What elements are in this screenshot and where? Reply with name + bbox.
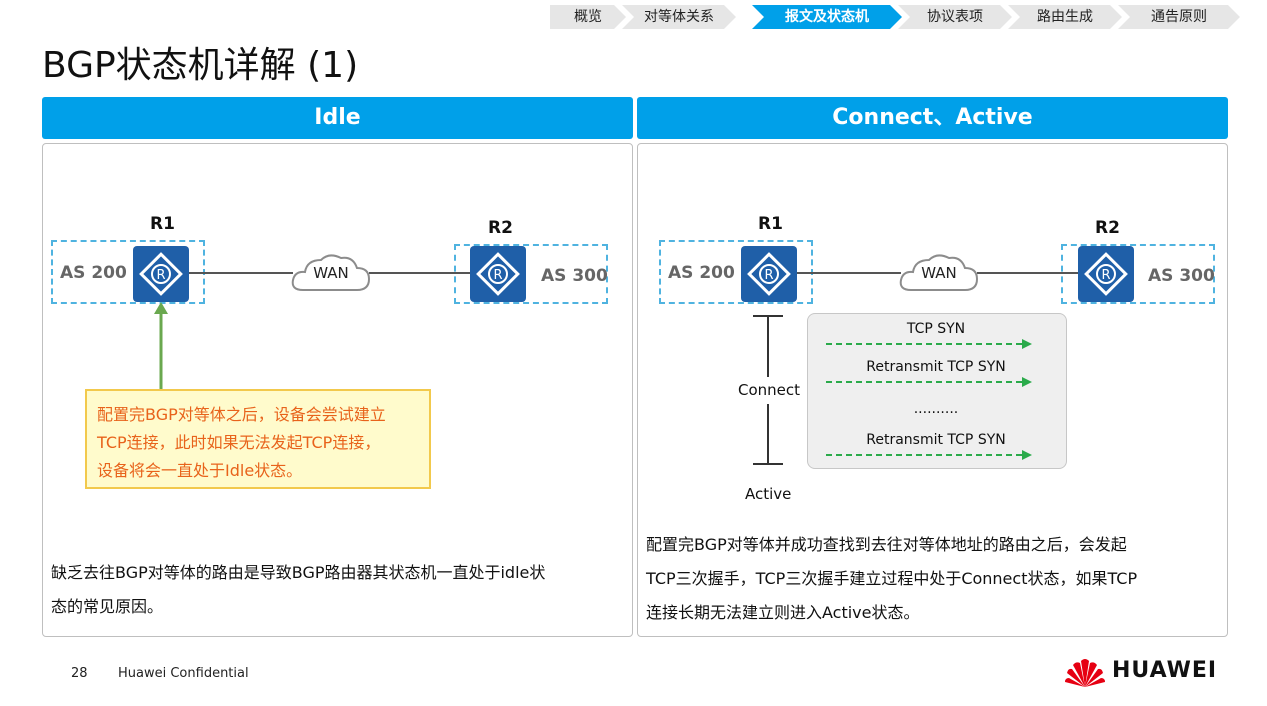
right-wan-label: WAN [921, 264, 957, 282]
page-number: 28 [71, 666, 88, 681]
r1-label: R1 [150, 214, 175, 234]
timeline-upper [767, 315, 769, 377]
right-as200-label: AS 200 [668, 263, 735, 283]
connect-description-line-3: 连接长期无法建立则进入Active状态。 [646, 603, 920, 622]
nav-item-messages-state-machine[interactable]: 报文及状态机 [752, 5, 902, 29]
retransmit-arrowhead-icon [1022, 377, 1032, 387]
syn-arrowhead-icon [1022, 339, 1032, 349]
retransmit-arrowhead-icon [1022, 450, 1032, 460]
huawei-wordmark: HUAWEI [1112, 658, 1218, 683]
idle-panel-header: Idle [42, 97, 633, 139]
msg-retransmit-1: Retransmit TCP SYN [866, 359, 1006, 375]
svg-text:R: R [493, 268, 502, 283]
right-r1-label: R1 [758, 214, 783, 234]
page-title: BGP状态机详解 (1) [42, 45, 359, 86]
wan-cloud-icon [289, 252, 373, 298]
right-link-wan-r2 [977, 272, 1078, 274]
right-r2-router-icon: R [1078, 246, 1134, 302]
timeline-lower [767, 404, 769, 464]
as300-label: AS 300 [541, 266, 608, 286]
nav-item-advertisement-rules[interactable]: 通告原则 [1118, 5, 1240, 29]
nav-item-route-generation[interactable]: 路由生成 [1008, 5, 1122, 29]
msg-ellipsis: .......... [913, 401, 959, 417]
idle-description-line-2: 态的常见原因。 [51, 597, 164, 616]
idle-description: 缺乏去往BGP对等体的路由是导致BGP路由器其状态机一直处于idle状 态的常见… [51, 556, 631, 624]
right-r2-label: R2 [1095, 218, 1120, 238]
r2-label: R2 [488, 218, 513, 238]
idle-description-line-1: 缺乏去往BGP对等体的路由是导致BGP路由器其状态机一直处于idle状 [51, 563, 546, 582]
r1-router-icon: R [133, 246, 189, 302]
callout-line-2: TCP连接，此时如果无法发起TCP连接， [97, 433, 381, 452]
link-r1-wan [189, 272, 293, 274]
connect-active-description: 配置完BGP对等体并成功查找到去往对等体地址的路由之后，会发起 TCP三次握手，… [646, 528, 1226, 630]
syn-arrows [826, 339, 1032, 460]
active-state-label: Active [745, 485, 792, 503]
right-wan-cloud-icon [897, 252, 981, 298]
tcp-syn-sequence-box [807, 313, 1067, 469]
as300-boundary [454, 244, 608, 304]
nav-item-overview[interactable]: 概览 [550, 5, 626, 29]
right-as300-boundary [1061, 244, 1215, 304]
svg-text:R: R [1101, 268, 1110, 283]
arrow-up-icon [154, 302, 168, 390]
wan-label: WAN [313, 264, 349, 282]
huawei-logo-icon [1063, 655, 1107, 693]
connect-state-label: Connect [738, 381, 801, 399]
connect-description-line-2: TCP三次握手，TCP三次握手建立过程中处于Connect状态，如果TCP [646, 569, 1138, 588]
right-r1-router-icon: R [741, 246, 797, 302]
link-wan-r2 [369, 272, 470, 274]
msg-tcp-syn: TCP SYN [906, 321, 966, 337]
callout-line-3: 设备将会一直处于Idle状态。 [97, 461, 303, 480]
connect-active-panel-header: Connect、Active [637, 97, 1228, 139]
confidential-label: Huawei Confidential [118, 666, 249, 681]
right-link-r1-wan [797, 272, 901, 274]
svg-text:R: R [156, 268, 165, 283]
timeline-bottom-tick [753, 463, 783, 465]
msg-retransmit-2: Retransmit TCP SYN [866, 432, 1006, 448]
right-as300-label: AS 300 [1148, 266, 1215, 286]
callout-line-1: 配置完BGP对等体之后，设备会尝试建立 [97, 405, 386, 424]
connect-description-line-1: 配置完BGP对等体并成功查找到去往对等体地址的路由之后，会发起 [646, 535, 1127, 554]
idle-callout: 配置完BGP对等体之后，设备会尝试建立 TCP连接，此时如果无法发起TCP连接，… [85, 389, 431, 489]
nav-item-protocol-tables[interactable]: 协议表项 [898, 5, 1012, 29]
svg-text:R: R [764, 268, 773, 283]
as200-label: AS 200 [60, 263, 127, 283]
r2-router-icon: R [470, 246, 526, 302]
nav-item-peer-relationship[interactable]: 对等体关系 [622, 5, 736, 29]
